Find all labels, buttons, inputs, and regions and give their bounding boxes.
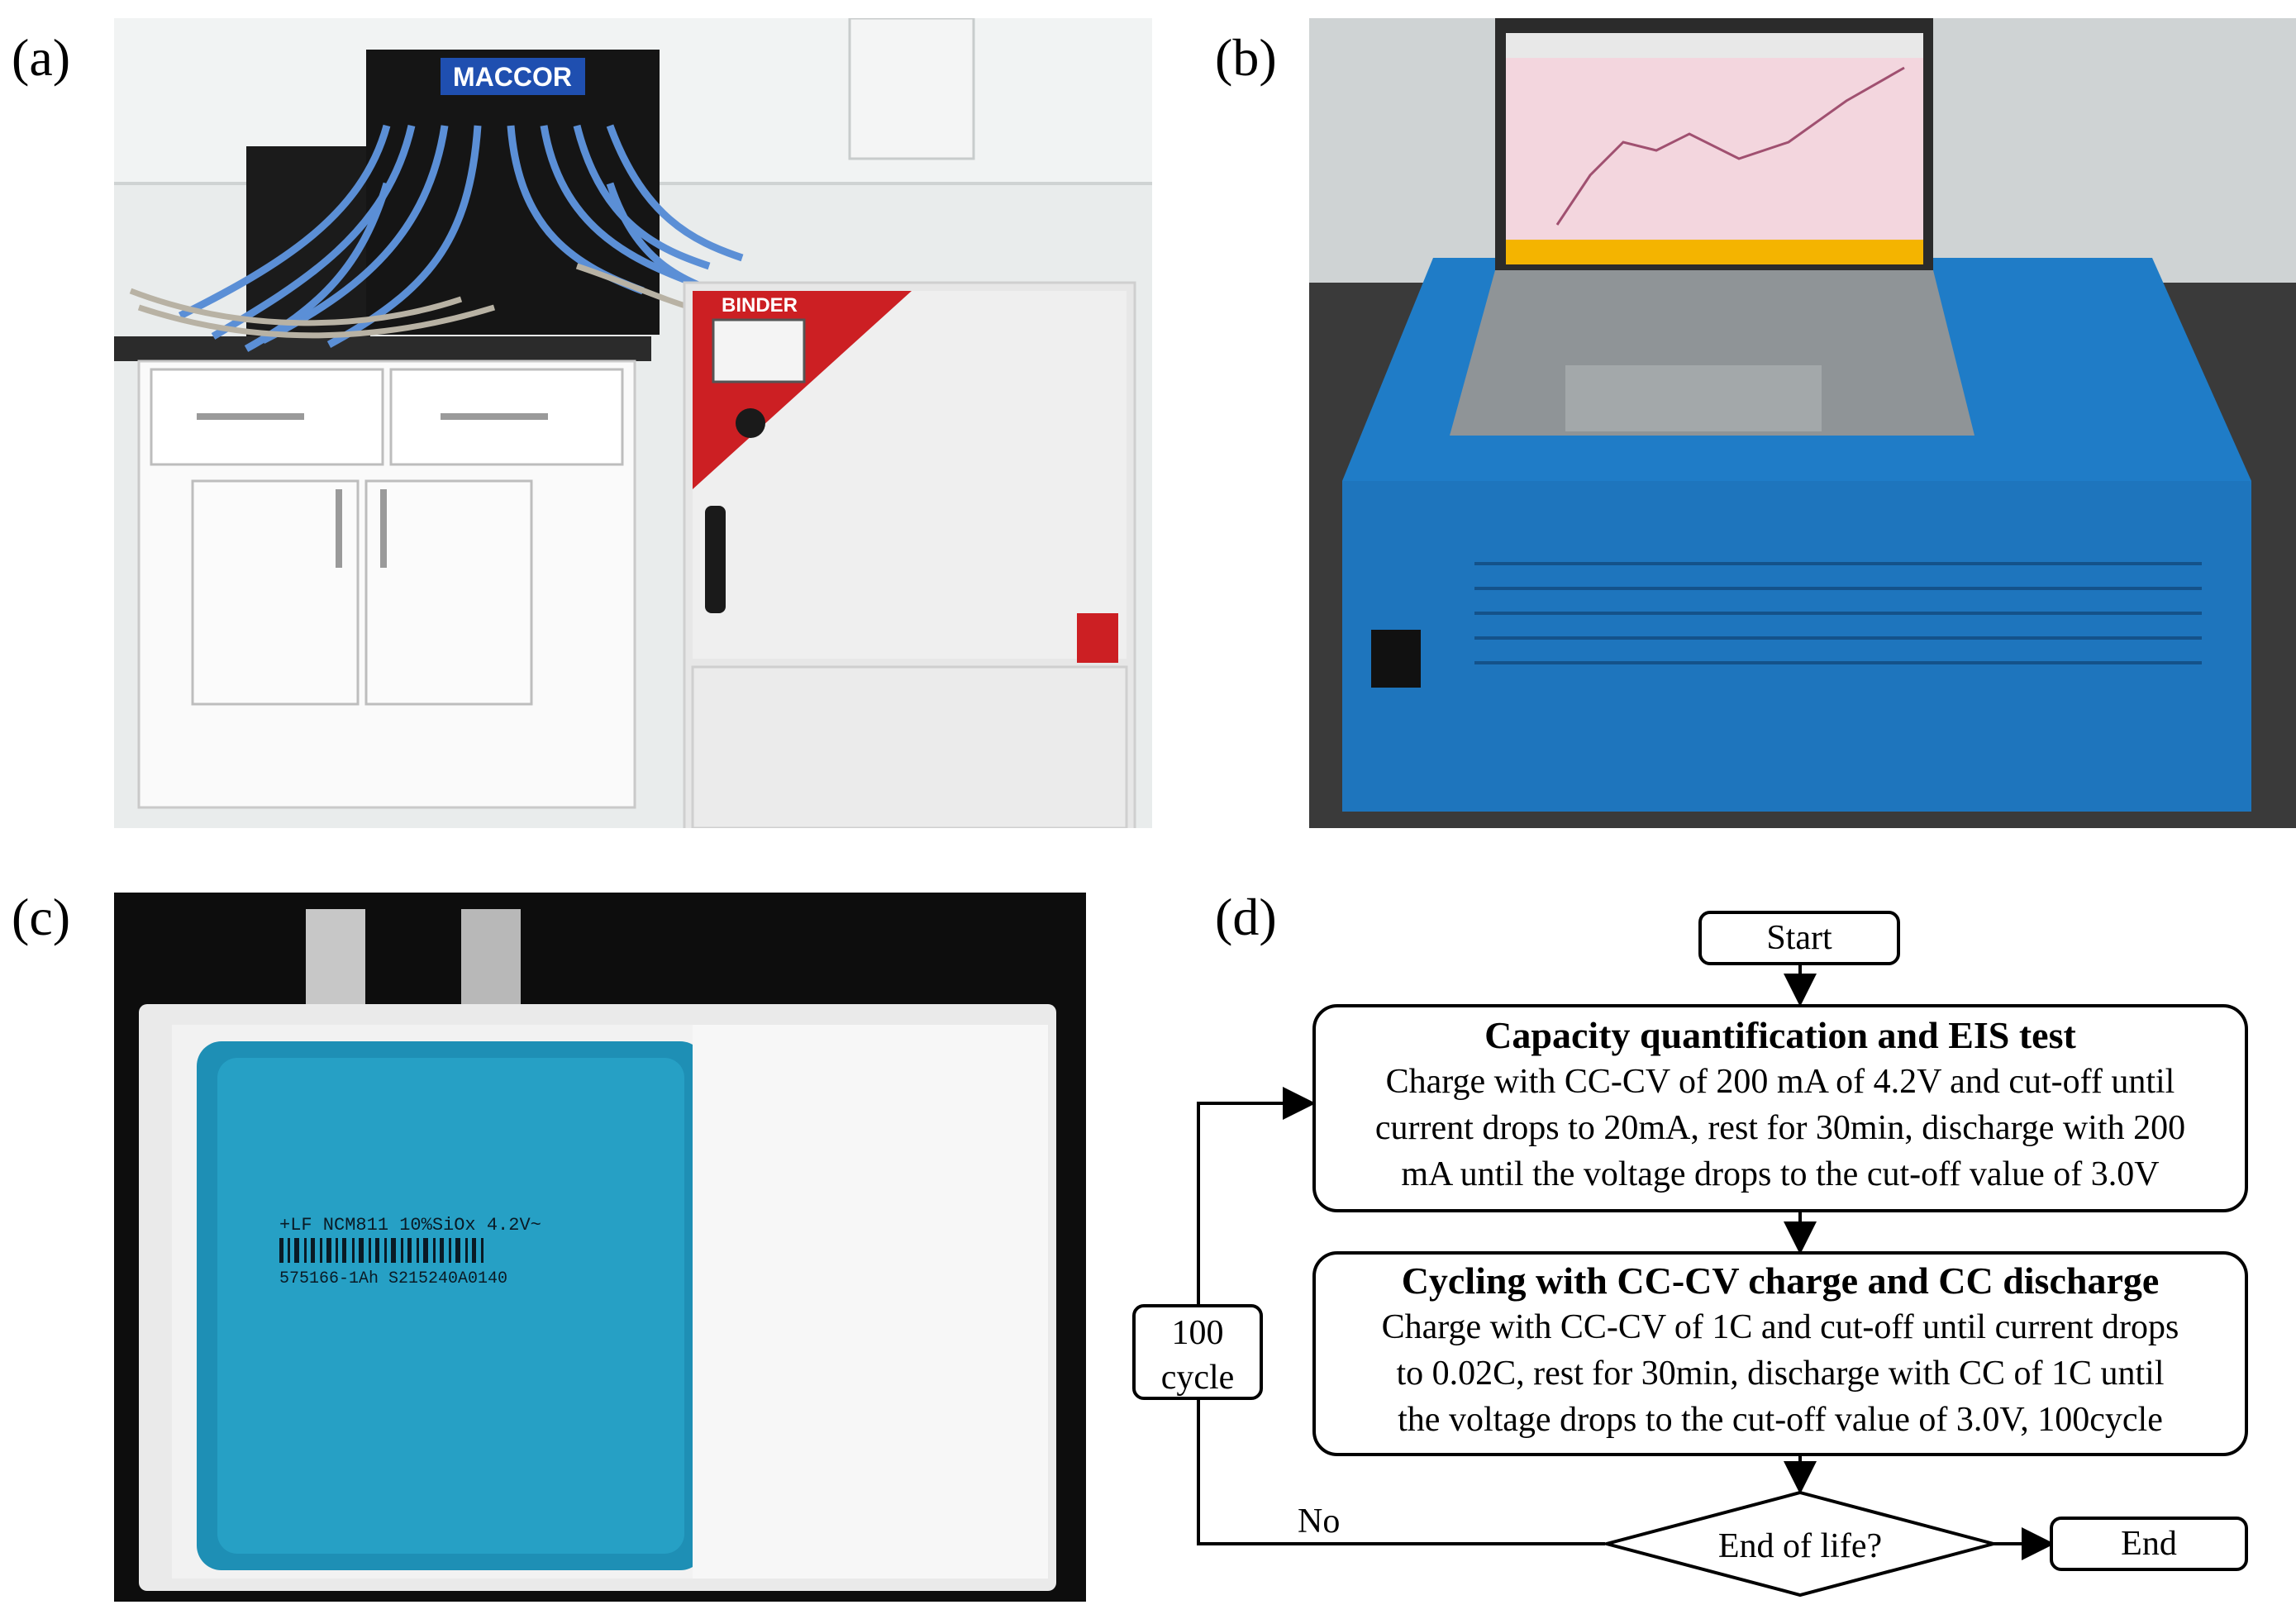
panel-label-a: (a) xyxy=(12,28,71,87)
step2-title: Cycling with CC-CV charge and CC dischar… xyxy=(1401,1259,2160,1302)
panel-label-c: (c) xyxy=(12,888,71,946)
step1-line-3: mA until the voltage drops to the cut-of… xyxy=(1401,1155,2160,1193)
photo-electrochemical-workstation xyxy=(1309,18,2296,828)
photo-pouch-cell: +LF NCM811 10%SiOx 4.2V~ 575166-1Ah S215… xyxy=(114,893,1086,1602)
cycler-brand-logo: MACCOR xyxy=(453,62,572,92)
cell-serial-text: 575166-1Ah S215240A0140 xyxy=(279,1269,507,1288)
cell-label-text: +LF NCM811 10%SiOx 4.2V~ xyxy=(279,1215,541,1236)
flow-end: End xyxy=(2050,1517,2248,1571)
flow-loop-count: 100 cycle xyxy=(1132,1304,1263,1400)
chamber-brand-logo: BINDER xyxy=(722,294,798,317)
flow-start: Start xyxy=(1698,911,1900,965)
panel-label-b: (b) xyxy=(1215,28,1277,87)
flow-decision-label: End of life? xyxy=(1717,1527,1883,1565)
step1-line-1: Charge with CC-CV of 200 mA of 4.2V and … xyxy=(1385,1063,2175,1101)
step1-title: Capacity quantification and EIS test xyxy=(1484,1014,2076,1056)
photo-battery-cycler-setup: MACCOR BINDER xyxy=(114,18,1152,828)
flow-no-label: No xyxy=(1298,1502,1341,1540)
panel-label-d: (d) xyxy=(1215,888,1277,946)
flow-step-cycling: Cycling with CC-CV charge and CC dischar… xyxy=(1312,1251,2248,1456)
step2-line-2: to 0.02C, rest for 30min, discharge with… xyxy=(1396,1355,2165,1393)
step1-line-2: current drops to 20mA, rest for 30min, d… xyxy=(1374,1109,2186,1147)
flow-step-capacity-eis: Capacity quantification and EIS test Cha… xyxy=(1312,1004,2248,1212)
step2-line-3: the voltage drops to the cut-off value o… xyxy=(1398,1401,2163,1439)
step2-line-1: Charge with CC-CV of 1C and cut-off unti… xyxy=(1381,1308,2179,1346)
